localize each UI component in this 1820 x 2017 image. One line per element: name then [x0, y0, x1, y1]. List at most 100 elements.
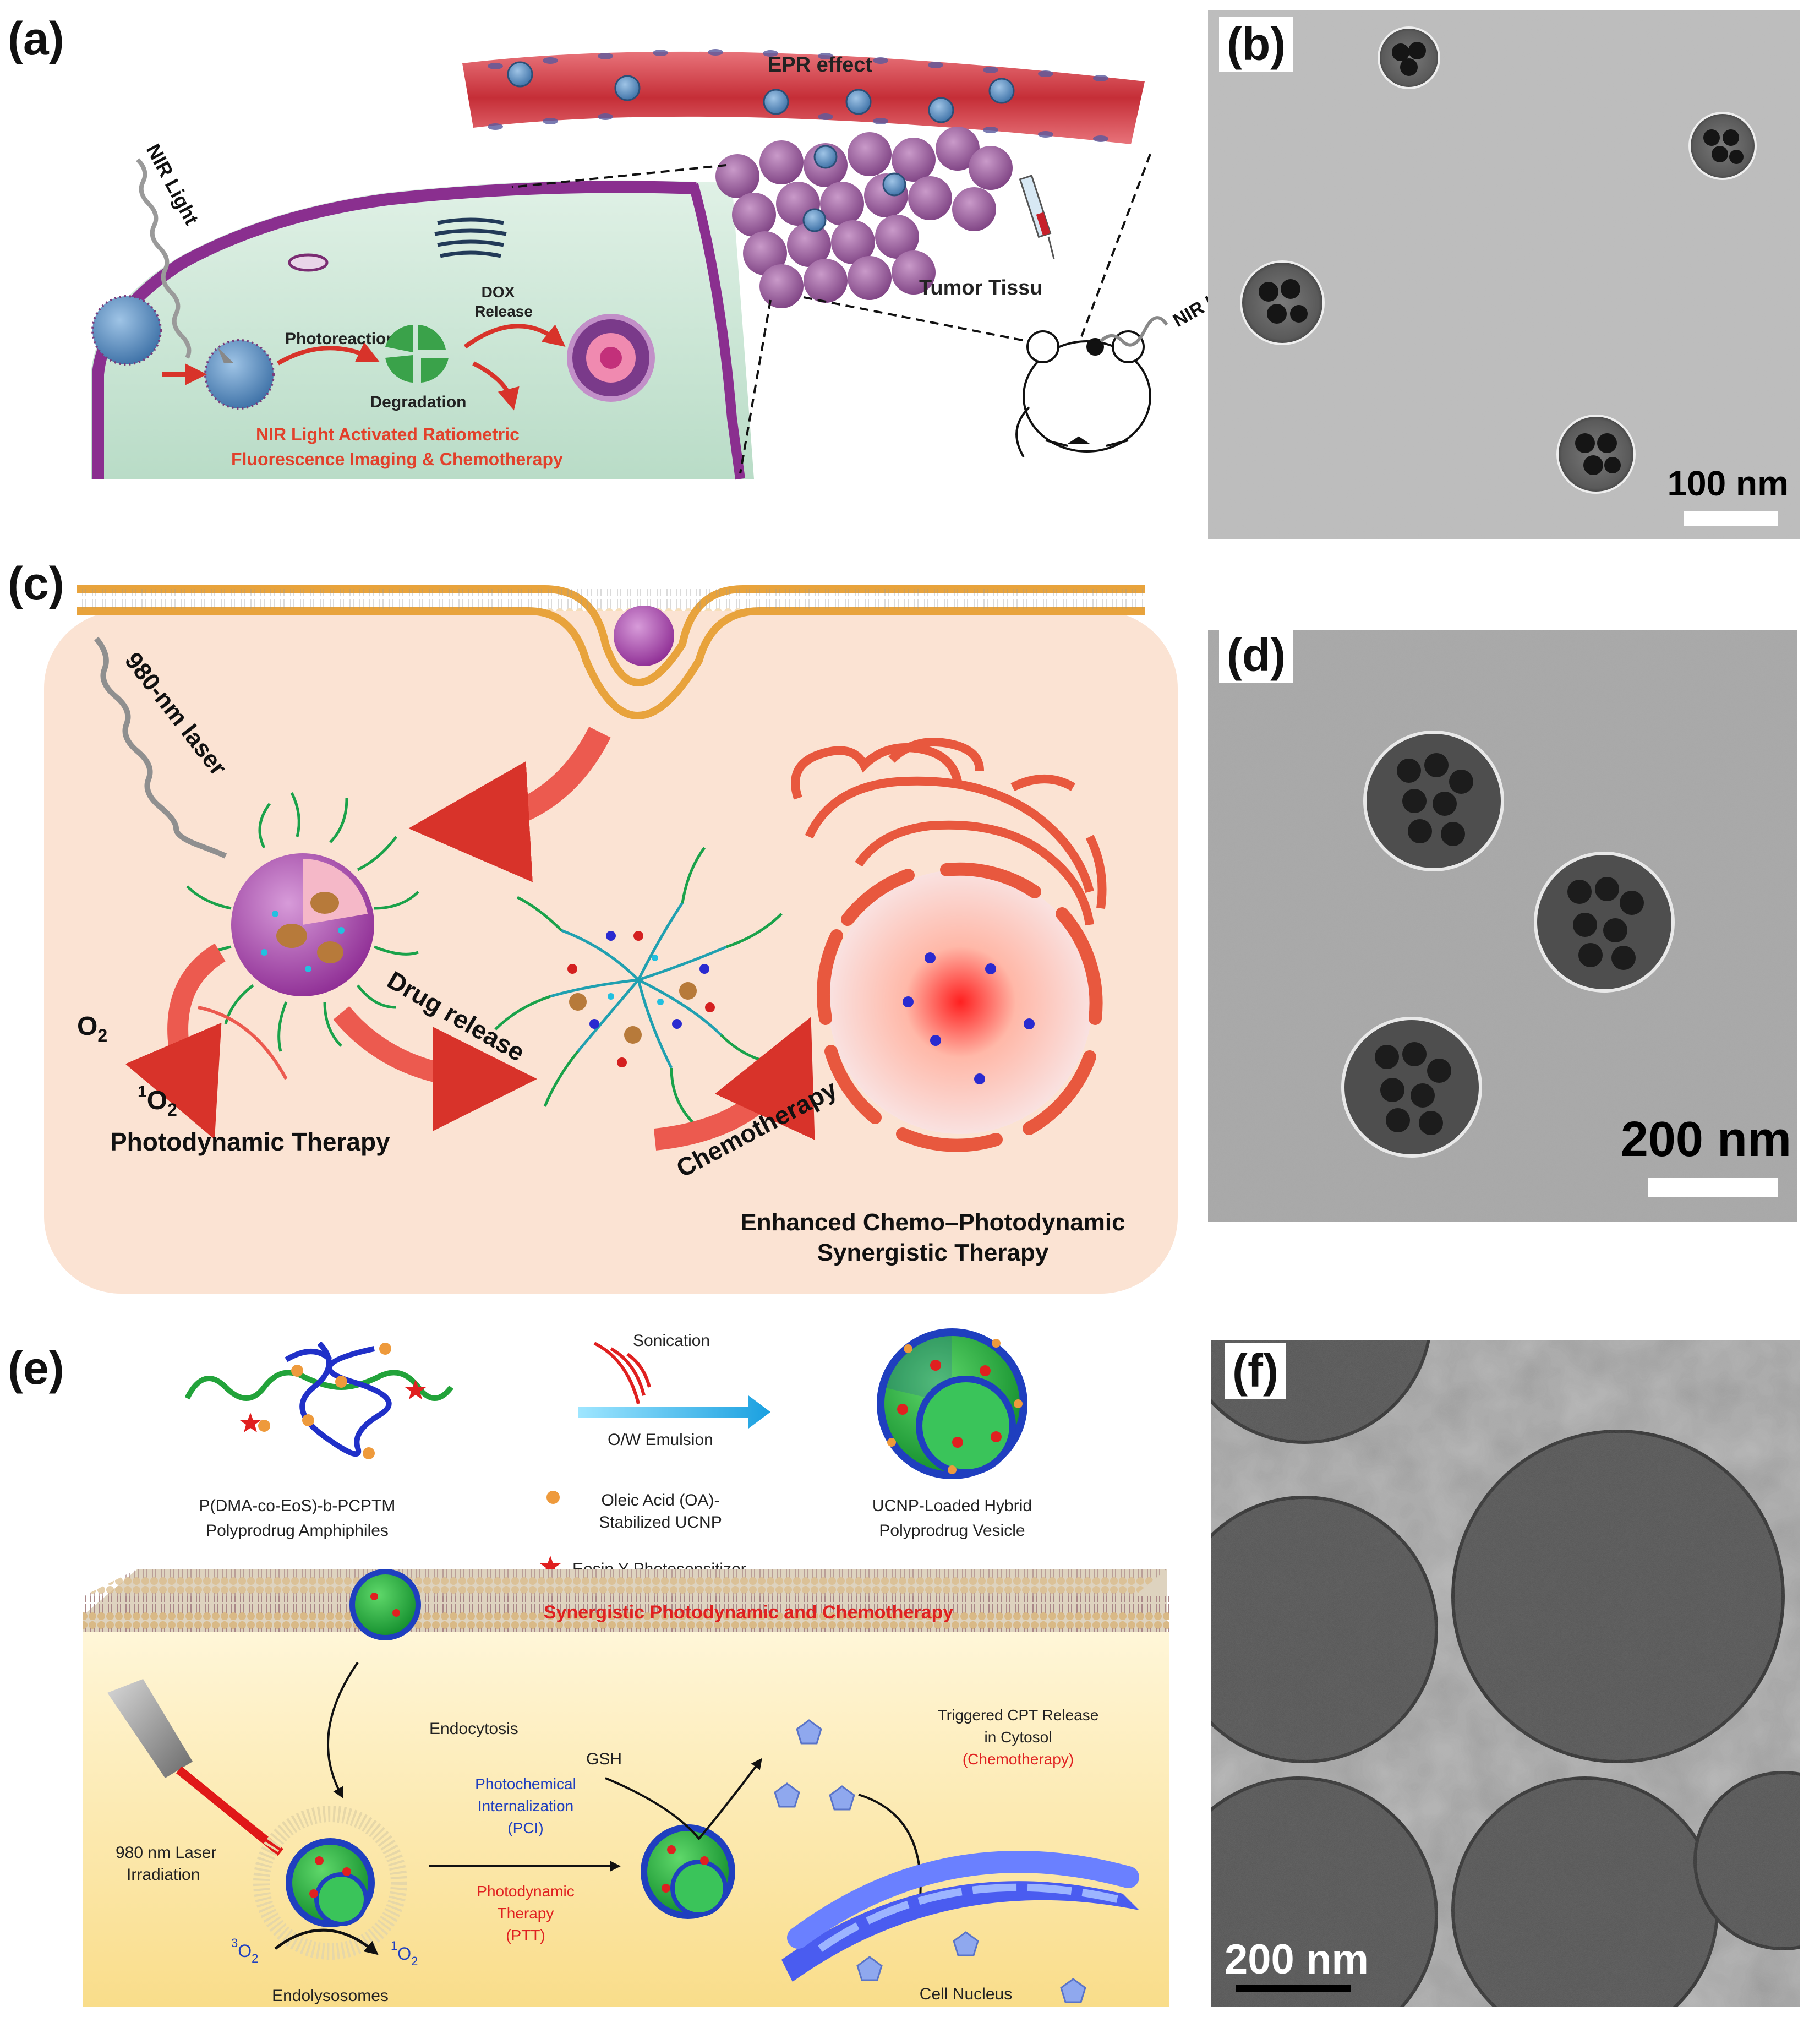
drug-release-arrow [333, 1006, 537, 1131]
vesicle-entering [349, 1569, 421, 1640]
laser-fiber-icon [107, 1679, 284, 1856]
nir-light-label: NIR Light [142, 140, 203, 228]
o2-text: O [77, 1012, 97, 1041]
panel-label-a: (a) [0, 11, 72, 67]
blood-vessel [462, 51, 1145, 144]
gsh-label: GSH [586, 1750, 622, 1768]
panel-label-e: (e) [0, 1340, 72, 1396]
pci-line2: Internalization [478, 1797, 573, 1814]
panel-c: 980-nm laser O2 1O2 Photodynamic Therapy… [44, 585, 1178, 1294]
scale-bar [1684, 511, 1778, 526]
enhanced-label-line2: Synergistic Therapy [817, 1239, 1049, 1266]
panel-label-f: (f) [1225, 1343, 1286, 1399]
golgi-er [791, 738, 1107, 926]
panel-label-b: (b) [1219, 17, 1294, 72]
photoreaction-label: Photoreaction [285, 330, 396, 348]
degradation-label: Degradation [370, 393, 466, 411]
scale-bar [1648, 1178, 1778, 1197]
syringe-icon [1019, 175, 1055, 259]
oa-label-line2: Stabilized UCNP [599, 1513, 722, 1531]
released-vesicle [641, 1824, 735, 1919]
nucleus-label: Cell Nucleus [920, 1985, 1012, 2003]
panel-e: P(DMA-co-EoS)-b-PCPTM Polyprodrug Amphip… [83, 1328, 1169, 2007]
panel-f-tem: 200 nm [1211, 1340, 1800, 2007]
cpt-molecules [774, 1719, 1086, 2003]
cpt-line2: in Cytosol [985, 1729, 1052, 1746]
ptt-line3: (PTT) [506, 1927, 545, 1944]
vesicle-label-line1: UCNP-Loaded Hybrid [872, 1497, 1032, 1515]
cpt-line1: Triggered CPT Release [938, 1707, 1099, 1724]
laser-label-line2: Irradiation [127, 1866, 200, 1884]
vesicle-label-line2: Polyprodrug Vesicle [879, 1522, 1025, 1540]
o2-arrow [125, 943, 226, 1140]
endocytosed-particle [614, 606, 674, 666]
laser-label-line1: 980 nm Laser [116, 1844, 216, 1862]
singlet-o2-label: 1O2 [138, 1083, 177, 1120]
cell-membrane [83, 1596, 1169, 1632]
endocytosis-label: Endocytosis [429, 1720, 518, 1738]
singlet-superscript-e: 1 [391, 1939, 397, 1953]
singlet-subscript-e: 2 [411, 1954, 418, 1968]
cpt-line3: (Chemotherapy) [963, 1751, 1074, 1768]
chemotherapy-arrow [653, 1017, 815, 1151]
panel-label-d: (d) [1219, 628, 1294, 683]
nir-light-wave [136, 158, 192, 359]
mouse-icon [1015, 330, 1151, 458]
tem-particle [1556, 415, 1636, 494]
uc-nanoparticle [186, 792, 419, 1052]
singlet-superscript: 1 [138, 1083, 147, 1101]
emulsion-label: O/W Emulsion [608, 1431, 713, 1449]
cell-nucleus-envelope [781, 1851, 1139, 1982]
pci-line1: Photochemical [475, 1775, 576, 1792]
caption-line2: Fluorescence Imaging & Chemotherapy [231, 449, 563, 469]
tem-particle [1378, 26, 1440, 89]
tem-vesicle [1341, 1017, 1482, 1158]
singlet-text-e: O [397, 1944, 411, 1964]
endolysosomes-label: Endolysosomes [272, 1987, 389, 2005]
scale-bar-label: 100 nm [1667, 464, 1789, 503]
tem-particle [1240, 260, 1325, 345]
scale-bar-label: 200 nm [1621, 1112, 1791, 1167]
singlet-o2-label-e: 1O2 [391, 1939, 418, 1968]
triplet-superscript: 3 [231, 1936, 238, 1950]
dox-label: DOX [482, 284, 515, 301]
release-label: Release [474, 303, 533, 320]
triplet-text: O [238, 1941, 252, 1961]
ucnp-vesicle [877, 1328, 1027, 1479]
tem-particle [1688, 112, 1757, 180]
uptake-arrow [408, 727, 611, 882]
panel-e-cell-background [83, 1632, 1169, 2007]
triplet-o2-label: 3O2 [231, 1936, 258, 1965]
scale-bar [1236, 1985, 1351, 1992]
singlet-subscript: 2 [167, 1100, 177, 1120]
polyprodrug-label-line2: Polyprodrug Amphiphiles [206, 1522, 389, 1540]
epr-label: EPR effect [768, 53, 872, 77]
sonication-label: Sonication [633, 1332, 710, 1350]
panel-d-tem: 200 nm [1208, 630, 1797, 1222]
degraded-particle [385, 325, 449, 383]
emulsion-arrow [578, 1395, 770, 1429]
tumor-label: Tumor Tissu [919, 276, 1043, 299]
tem-vesicle [1534, 852, 1675, 993]
pdt-label: Photodynamic Therapy [110, 1127, 390, 1156]
endolysosome [253, 1806, 407, 1960]
o2-subscript: 2 [97, 1026, 107, 1045]
enhanced-label-line1: Enhanced Chemo–Photodynamic [740, 1209, 1125, 1236]
oa-label-line1: Oleic Acid (OA)- [601, 1491, 719, 1509]
released-drugs [567, 931, 715, 1067]
pci-line3: (PCI) [507, 1819, 543, 1836]
caption-line1: NIR Light Activated Ratiometric [256, 424, 520, 444]
panel-label-c: (c) [0, 556, 72, 612]
polyprodrug-label-line1: P(DMA-co-EoS)-b-PCPTM [199, 1497, 396, 1515]
ptt-line2: Therapy [498, 1905, 554, 1922]
polyprodrug-chain [184, 1341, 453, 1457]
o2-label: O2 [77, 1012, 107, 1045]
panel-b-tem: 100 nm [1208, 10, 1800, 539]
tem-vesicle [1363, 731, 1504, 871]
scale-bar-label: 200 nm [1225, 1936, 1369, 1983]
synergy-label: Synergistic Photodynamic and Chemotherap… [544, 1602, 953, 1623]
laser-wave [94, 636, 227, 859]
singlet-text: O [147, 1086, 167, 1115]
nucleus [828, 870, 1092, 1134]
